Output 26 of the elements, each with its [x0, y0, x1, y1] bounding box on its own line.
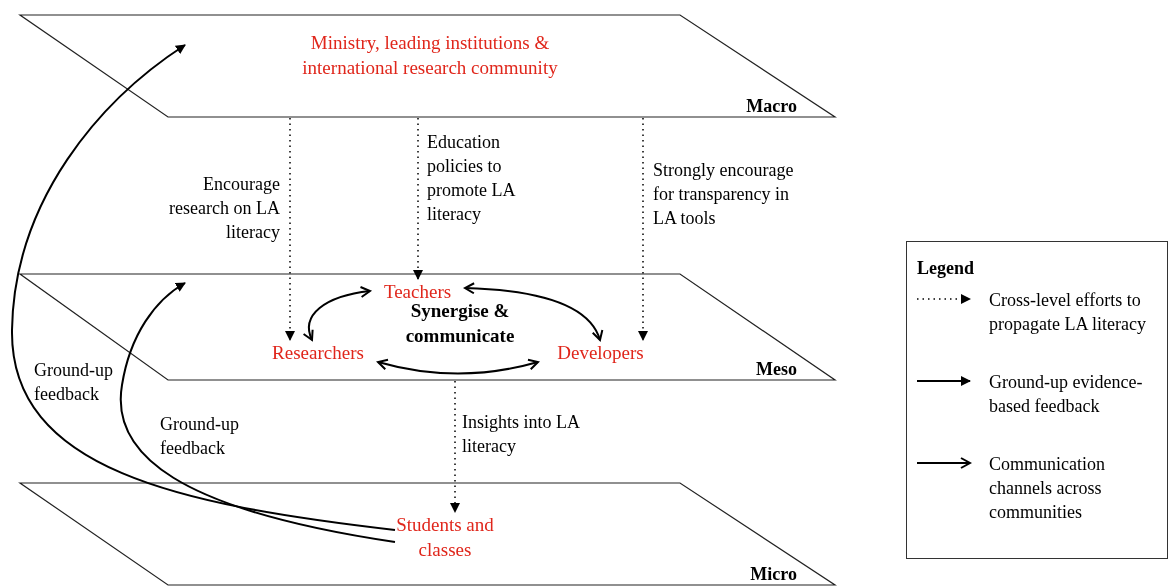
arrow: [119, 282, 396, 543]
arrow: [377, 358, 539, 375]
arrow: [303, 286, 371, 341]
edge-label: Ground-up feedback: [160, 413, 240, 460]
legend-title: Legend: [917, 257, 974, 280]
arrow: [638, 117, 648, 341]
actor-label: Developers: [538, 340, 663, 366]
level-label: Macro: [746, 95, 797, 117]
edge-label: Ground-up feedback: [34, 359, 114, 406]
arrow: [285, 117, 295, 341]
arrow: [11, 44, 396, 531]
arrow: [413, 117, 423, 280]
legend-text: Ground-up evidence-based feedback: [989, 371, 1144, 418]
edge-label: Education policies to promote LA literacy: [427, 131, 516, 226]
arrow: [450, 380, 460, 513]
arrow: [464, 282, 603, 341]
actor-label: Students and classes: [395, 512, 495, 564]
legend-text: Cross-level efforts to propagate LA literacy: [989, 289, 1147, 336]
edge-label: Encourage research on LA literacy: [168, 173, 280, 244]
actor-label: Ministry, leading institutions & international research community: [280, 30, 580, 104]
level-label: Meso: [756, 358, 797, 380]
edge-label: Strongly encourage for transparency in LA tools: [653, 159, 795, 230]
legend-text: Communication channels across communities: [989, 453, 1106, 524]
level-label: Micro: [750, 563, 797, 585]
actor-label: Researchers: [258, 340, 378, 366]
edge-label: Insights into LA literacy: [462, 411, 581, 458]
